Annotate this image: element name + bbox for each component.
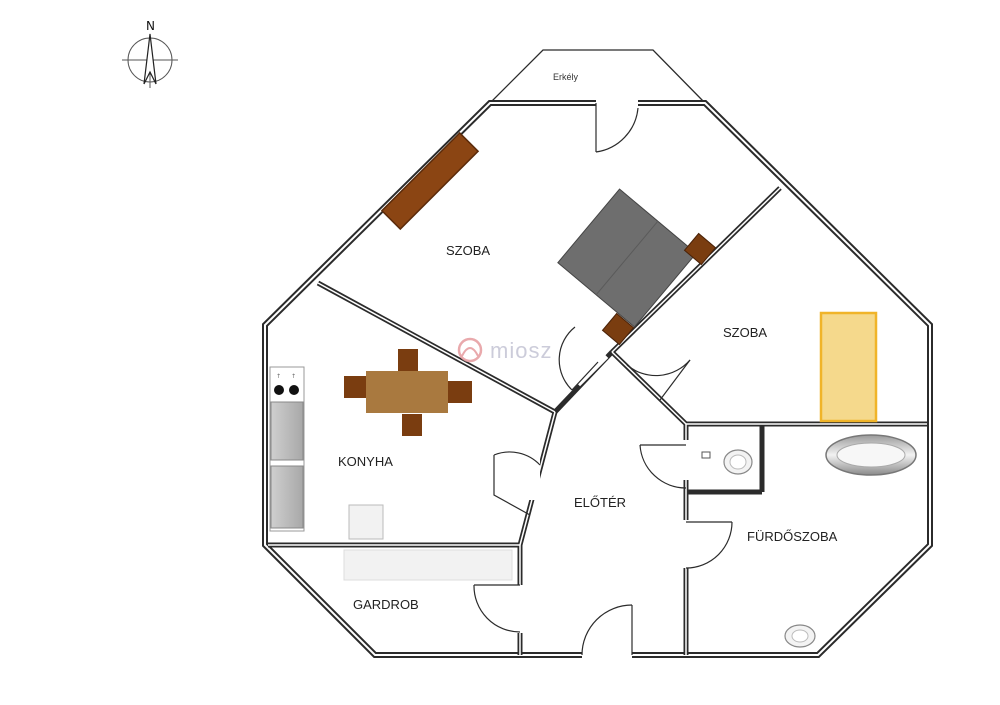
stove-burner-icon — [274, 385, 284, 395]
door-wc — [639, 440, 690, 489]
room-label-north: SZOBA — [446, 243, 490, 258]
cabinet — [270, 465, 304, 529]
room-label-east: SZOBA — [723, 325, 767, 340]
chair — [344, 376, 368, 398]
dining-set — [344, 349, 472, 436]
stove-burner-icon — [289, 385, 299, 395]
balcony: Erkély — [488, 49, 707, 104]
room-label-bathroom: FÜRDŐSZOBA — [747, 529, 838, 544]
room-label-hall: ELŐTÉR — [574, 495, 626, 510]
chair — [398, 349, 418, 371]
wc-fixtures — [701, 449, 753, 475]
wardrobe-closet — [343, 549, 513, 581]
svg-text:↑: ↑ — [291, 373, 296, 380]
yellow-mat — [819, 311, 878, 423]
kitchen-counter: ↑ ↑ — [269, 366, 384, 540]
door-room-east — [626, 359, 691, 401]
balcony-label: Erkély — [553, 72, 579, 82]
watermark-text: miosz — [490, 338, 552, 363]
door-bathroom — [682, 520, 733, 569]
desk — [380, 131, 480, 231]
watermark: miosz — [457, 337, 552, 363]
sink — [348, 504, 384, 540]
toilet-paper-icon — [701, 451, 711, 459]
miosz-logo-icon — [457, 337, 483, 363]
compass-rose-icon: N — [122, 19, 178, 88]
nightstand — [601, 312, 635, 346]
door-balcony — [595, 99, 639, 153]
room-label-kitchen: KONYHA — [338, 454, 393, 469]
chair — [448, 381, 472, 403]
door-wardrobe — [473, 584, 524, 633]
door-kitchen — [493, 451, 541, 516]
dining-table — [366, 371, 448, 413]
compass-north-label: N — [146, 19, 155, 33]
outer-walls — [262, 100, 933, 658]
bathroom-fixtures — [784, 434, 917, 648]
fridge — [270, 401, 304, 461]
chair — [402, 414, 422, 436]
bed — [557, 188, 697, 328]
svg-text:↑: ↑ — [276, 373, 281, 380]
door-entrance — [581, 604, 633, 659]
room-north-furniture — [380, 131, 717, 346]
room-label-wardrobe: GARDROB — [353, 597, 419, 612]
nightstand — [683, 232, 717, 266]
